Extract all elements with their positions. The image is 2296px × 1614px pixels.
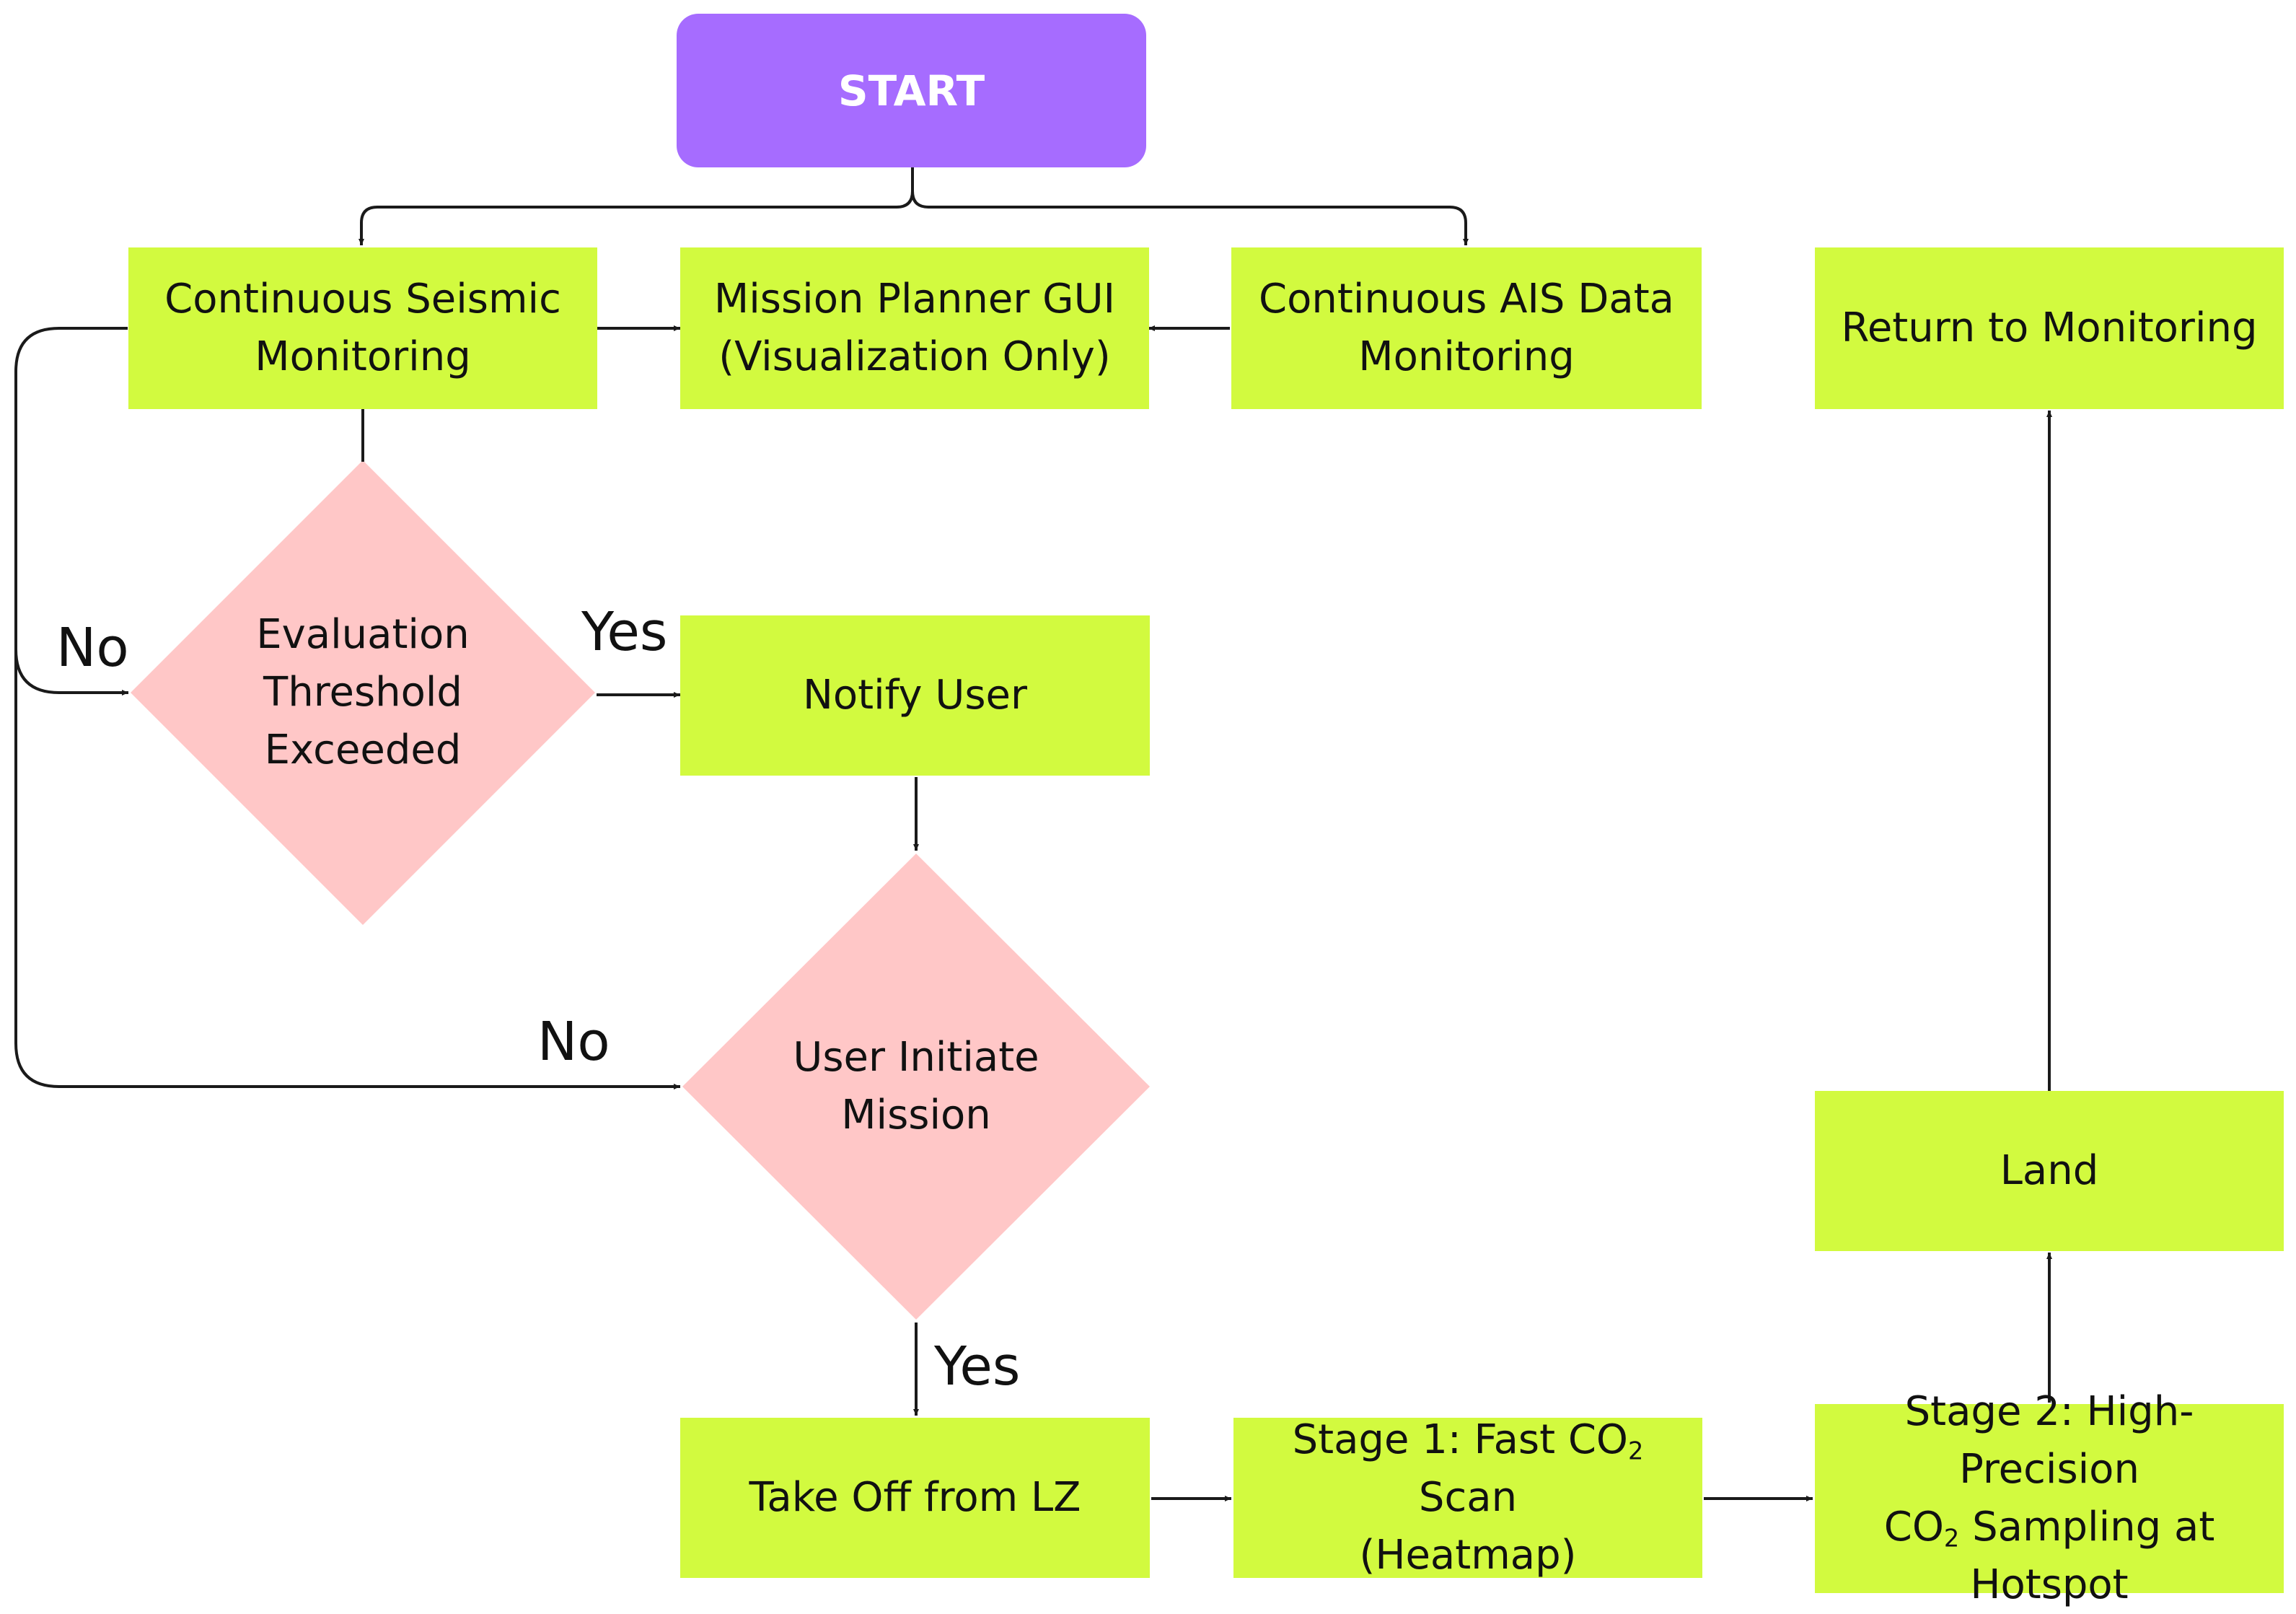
stage1-scan-node: Stage 1: Fast CO2 Scan (Heatmap)	[1233, 1416, 1702, 1579]
initiate-decision-label: User Initiate Mission	[793, 1034, 1039, 1139]
take-off-label: Take Off from LZ	[749, 1474, 1081, 1521]
edge-start-to-ais	[911, 190, 1469, 245]
stage2-line3: Hotspot	[1970, 1561, 2129, 1608]
edge-no-loop-to-initiate	[14, 649, 680, 1089]
return-to-monitoring-node: Return to Monitoring	[1815, 247, 2284, 409]
land-label: Land	[2000, 1147, 2099, 1194]
decision-diamond-threshold	[131, 460, 595, 925]
edge-label-threshold-no: No	[56, 617, 129, 679]
threshold-decision-text: Evaluation Threshold Exceeded	[197, 606, 529, 779]
edge-no-loop-to-threshold	[14, 327, 128, 696]
mission-planner-node: Mission Planner GUI (Visualization Only)	[680, 247, 1149, 409]
stage2-line1: Stage 2: High-Precision	[1904, 1388, 2194, 1493]
stage1-co2-subscript: 2	[1628, 1437, 1644, 1465]
stage2-co2-subscript: 2	[1943, 1524, 1960, 1553]
edge-label-initiate-yes: Yes	[934, 1336, 1021, 1398]
stage2-sampling-node: Stage 2: High-Precision CO2 Sampling at …	[1815, 1388, 2284, 1608]
stage1-line1-pre: Stage 1: Fast CO	[1292, 1416, 1629, 1463]
seismic-monitoring-label: Continuous Seismic Monitoring	[164, 276, 561, 380]
stage2-line2-post: Sampling at	[1959, 1504, 2215, 1551]
threshold-decision-label: Evaluation Threshold Exceeded	[256, 611, 470, 773]
edge-label-threshold-yes: Yes	[581, 601, 668, 663]
notify-user-label: Notify User	[803, 672, 1027, 719]
start-label: START	[837, 66, 985, 115]
ais-monitoring-node: Continuous AIS Data Monitoring	[1231, 247, 1702, 409]
stage1-scan-label: Stage 1: Fast CO2 Scan (Heatmap)	[1241, 1411, 1695, 1584]
start-node: START	[677, 14, 1146, 167]
edge-start-to-seismic	[359, 167, 914, 245]
ais-monitoring-label: Continuous AIS Data Monitoring	[1259, 276, 1674, 380]
take-off-node: Take Off from LZ	[680, 1418, 1150, 1578]
return-to-monitoring-label: Return to Monitoring	[1841, 304, 2258, 351]
stage2-line2-pre: CO	[1883, 1504, 1944, 1551]
stage2-sampling-label: Stage 2: High-Precision CO2 Sampling at …	[1822, 1383, 2277, 1614]
land-node: Land	[1815, 1091, 2284, 1251]
notify-user-node: Notify User	[680, 615, 1150, 776]
stage1-line2: (Heatmap)	[1359, 1532, 1577, 1579]
decision-diamond-initiate	[682, 854, 1150, 1320]
edge-label-initiate-no: No	[537, 1011, 610, 1073]
stage1-line1-post: Scan	[1418, 1474, 1518, 1521]
mission-planner-label: Mission Planner GUI (Visualization Only)	[713, 276, 1116, 380]
initiate-decision-text: User Initiate Mission	[750, 1029, 1082, 1144]
seismic-monitoring-node: Continuous Seismic Monitoring	[128, 247, 597, 409]
